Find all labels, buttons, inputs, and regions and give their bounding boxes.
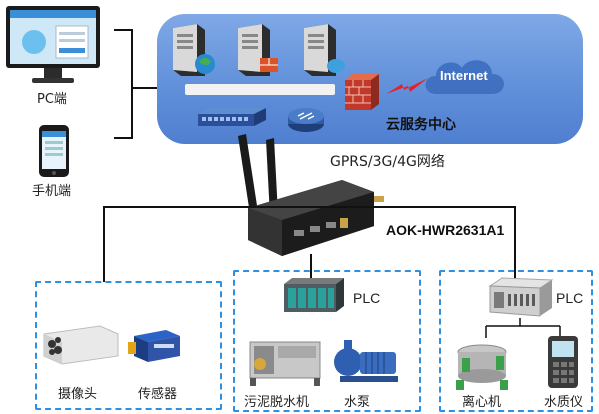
left-item-1: 摄像头 [58,387,98,402]
server-icon [173,24,215,76]
connector-left [103,206,105,282]
sludge-dewatering-machine-icon [249,341,321,386]
plc-right-icon [488,277,554,317]
middle-item-2: 水泵 [344,395,371,410]
group-middle [233,270,421,412]
plc-icon [284,278,344,312]
lan-bar [185,84,335,95]
camera-icon [43,325,119,365]
phone [38,124,70,178]
4g-router-device [238,134,384,256]
pc-label: PC端 [37,92,67,107]
water-pump-icon [334,340,398,382]
group-right [439,270,593,412]
router-icon [288,108,324,132]
connector-right [514,206,516,282]
pc-monitor [4,4,104,88]
server-firewall-icon [238,24,278,76]
phone-label: 手机端 [32,184,72,199]
device-bracket [114,29,158,139]
middle-plc-label: PLC [353,290,381,306]
right-item-1: 离心机 [462,395,502,410]
switch-icon [198,108,266,126]
water-quality-meter-icon [548,336,578,388]
internet-label: Internet [440,68,488,83]
group-left [35,281,222,410]
server-storage-icon [304,24,345,76]
sensor-icon [128,330,180,362]
right-item-2: 水质仪 [544,395,584,410]
left-item-2: 传感器 [138,387,178,402]
network-label: GPRS/3G/4G网络 [330,154,445,170]
connector-h [103,206,516,208]
centrifuge-icon [456,344,508,390]
cloud-center-label: 云服务中心 [386,117,456,133]
connector-down [310,206,312,254]
connector-mid [310,254,312,282]
right-plc-label: PLC [556,290,584,306]
middle-item-1: 污泥脱水机 [244,395,310,410]
firewall-icon [345,74,379,110]
internet-cloud-icon [425,60,504,94]
lightning-icon [386,78,428,94]
router-model-label: AOK-HWR2631A1 [386,222,505,238]
